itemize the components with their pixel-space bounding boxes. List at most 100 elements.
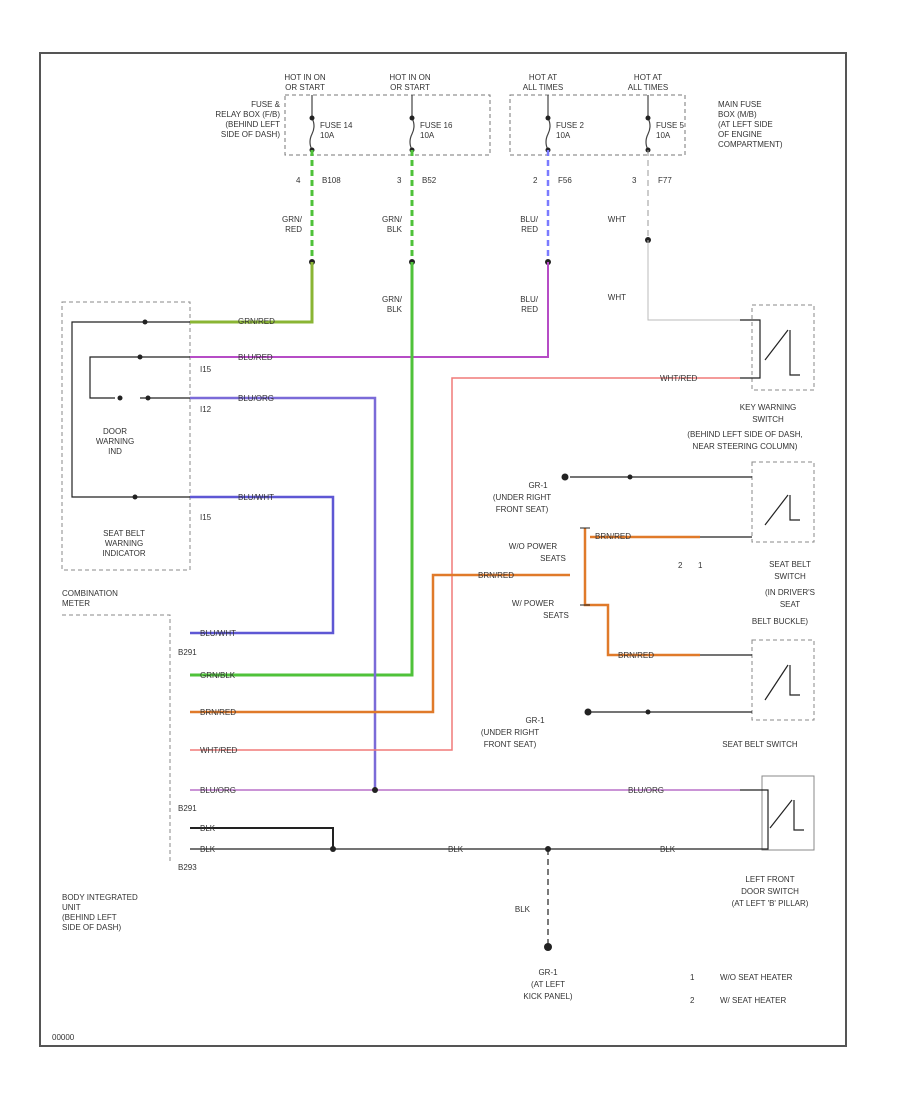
svg-text:SEAT: SEAT — [780, 600, 800, 609]
svg-text:BLU/: BLU/ — [520, 215, 539, 224]
svg-text:WARNING: WARNING — [105, 539, 143, 548]
wire-color-labels: GRN/ RED GRN/ BLK BLU/ RED WHT GRN/ BLK … — [282, 215, 626, 314]
svg-text:OF ENGINE: OF ENGINE — [718, 130, 762, 139]
svg-text:SIDE OF DASH): SIDE OF DASH) — [62, 923, 121, 932]
seat-belt-switch-driver-labels: GR-1 (UNDER RIGHT FRONT SEAT) W/O POWER … — [478, 481, 815, 660]
svg-text:DOOR SWITCH: DOOR SWITCH — [741, 887, 799, 896]
svg-text:BODY INTEGRATED: BODY INTEGRATED — [62, 893, 138, 902]
svg-text:BLU/RED: BLU/RED — [238, 353, 273, 362]
svg-text:SWITCH: SWITCH — [752, 415, 784, 424]
svg-text:COMPARTMENT): COMPARTMENT) — [718, 140, 783, 149]
wire-wht-red — [190, 377, 740, 751]
fuse16-symbol — [409, 117, 415, 151]
svg-text:KICK PANEL): KICK PANEL) — [523, 992, 573, 1001]
svg-text:BLK: BLK — [660, 845, 676, 854]
svg-text:DOOR: DOOR — [103, 427, 127, 436]
ground-bottom-labels: BLK GR-1 (AT LEFT KICK PANEL) — [515, 905, 573, 1001]
seat-belt-indicator-box — [61, 301, 191, 571]
svg-text:METER: METER — [62, 599, 90, 608]
svg-text:GR-1: GR-1 — [538, 968, 558, 977]
svg-text:10A: 10A — [656, 131, 671, 140]
svg-text:(AT LEFT SIDE: (AT LEFT SIDE — [718, 120, 773, 129]
svg-text:BRN/RED: BRN/RED — [595, 532, 631, 541]
svg-text:IND: IND — [108, 447, 122, 456]
svg-text:FRONT SEAT): FRONT SEAT) — [484, 740, 537, 749]
svg-text:BLU/WHT: BLU/WHT — [200, 629, 236, 638]
seat-belt-switch-driver-box — [751, 461, 815, 543]
svg-text:SEAT BELT: SEAT BELT — [103, 529, 145, 538]
svg-text:B108: B108 — [322, 176, 341, 185]
ground-symbol — [544, 943, 552, 951]
svg-text:(AT LEFT: (AT LEFT — [531, 980, 565, 989]
fuse14-symbol — [309, 117, 315, 151]
fuse5-symbol — [645, 117, 651, 151]
svg-text:FRONT SEAT): FRONT SEAT) — [496, 505, 549, 514]
door-switch-labels: BLU/ORG BLK BLK LEFT FRONT DOOR SWITCH (… — [448, 786, 809, 908]
svg-text:WHT: WHT — [608, 293, 626, 302]
svg-text:I15: I15 — [200, 365, 212, 374]
svg-text:(UNDER RIGHT: (UNDER RIGHT — [481, 728, 539, 737]
svg-text:WHT/RED: WHT/RED — [200, 746, 238, 755]
svg-text:BLK: BLK — [448, 845, 464, 854]
svg-text:GRN/: GRN/ — [382, 295, 403, 304]
svg-text:KEY WARNING: KEY WARNING — [740, 403, 796, 412]
svg-text:(BEHIND LEFT: (BEHIND LEFT — [62, 913, 117, 922]
svg-text:BLU/: BLU/ — [520, 295, 539, 304]
svg-text:RED: RED — [521, 305, 538, 314]
wire-blu-red-indicator — [190, 262, 549, 358]
combination-meter-labels: COMBINATION METER BLU/WHT B291 GRN/BLK B… — [62, 589, 238, 872]
relay-box-label: FUSE & RELAY BOX (F/B) (BEHIND LEFT SIDE… — [215, 100, 280, 139]
wire-blk-1 — [190, 827, 334, 849]
svg-text:BLU/ORG: BLU/ORG — [628, 786, 664, 795]
svg-text:2: 2 — [678, 561, 683, 570]
svg-text:WHT/RED: WHT/RED — [660, 374, 698, 383]
svg-text:W/ SEAT HEATER: W/ SEAT HEATER — [720, 996, 786, 1005]
svg-text:4: 4 — [296, 176, 301, 185]
wire-brn-red-meter — [190, 573, 570, 714]
svg-text:I12: I12 — [200, 405, 212, 414]
door-switch-box — [761, 775, 815, 851]
svg-text:BRN/RED: BRN/RED — [200, 708, 236, 717]
svg-text:BLK: BLK — [200, 824, 216, 833]
svg-text:UNIT: UNIT — [62, 903, 81, 912]
svg-text:W/O POWER: W/O POWER — [509, 542, 558, 551]
svg-text:B291: B291 — [178, 804, 197, 813]
seat-belt-switch2-box — [751, 639, 815, 721]
svg-text:(IN DRIVER'S: (IN DRIVER'S — [765, 588, 815, 597]
svg-text:FUSE 14: FUSE 14 — [320, 121, 353, 130]
svg-text:BOX (M/B): BOX (M/B) — [718, 110, 757, 119]
svg-text:BRN/RED: BRN/RED — [478, 571, 514, 580]
svg-text:F56: F56 — [558, 176, 572, 185]
svg-text:(BEHIND LEFT SIDE OF DASH,: (BEHIND LEFT SIDE OF DASH, — [687, 430, 802, 439]
svg-text:OR START: OR START — [285, 83, 325, 92]
svg-text:3: 3 — [397, 176, 402, 185]
svg-text:1: 1 — [690, 973, 695, 982]
wire-blu-org-vertical — [190, 396, 377, 790]
svg-text:GR-1: GR-1 — [528, 481, 548, 490]
main-fuse-box-outline — [509, 94, 686, 156]
svg-text:FUSE 16: FUSE 16 — [420, 121, 453, 130]
svg-text:B291: B291 — [178, 648, 197, 657]
svg-text:BLK: BLK — [200, 845, 216, 854]
svg-text:GR-1: GR-1 — [525, 716, 545, 725]
svg-text:WARNING: WARNING — [96, 437, 134, 446]
key-warning-labels: WHT/RED KEY WARNING SWITCH (BEHIND LEFT … — [660, 374, 803, 451]
svg-text:2: 2 — [690, 996, 695, 1005]
svg-text:RED: RED — [285, 225, 302, 234]
svg-text:GRN/RED: GRN/RED — [238, 317, 275, 326]
svg-text:FUSE 5: FUSE 5 — [656, 121, 685, 130]
svg-text:B293: B293 — [178, 863, 197, 872]
source-hot3: HOT AT ALL TIMES — [523, 73, 563, 92]
svg-text:NEAR STEERING COLUMN): NEAR STEERING COLUMN) — [693, 442, 798, 451]
wire-blu-wht — [190, 495, 335, 635]
svg-text:B52: B52 — [422, 176, 437, 185]
svg-text:(UNDER RIGHT: (UNDER RIGHT — [493, 493, 551, 502]
svg-text:(AT LEFT 'B' PILLAR): (AT LEFT 'B' PILLAR) — [732, 899, 809, 908]
svg-text:FUSE 2: FUSE 2 — [556, 121, 585, 130]
svg-text:SEATS: SEATS — [543, 611, 569, 620]
svg-text:WHT: WHT — [608, 215, 626, 224]
seat-belt-switch2-labels: GR-1 (UNDER RIGHT FRONT SEAT) SEAT BELT … — [481, 716, 798, 749]
svg-text:LEFT FRONT: LEFT FRONT — [745, 875, 794, 884]
svg-text:1: 1 — [698, 561, 703, 570]
